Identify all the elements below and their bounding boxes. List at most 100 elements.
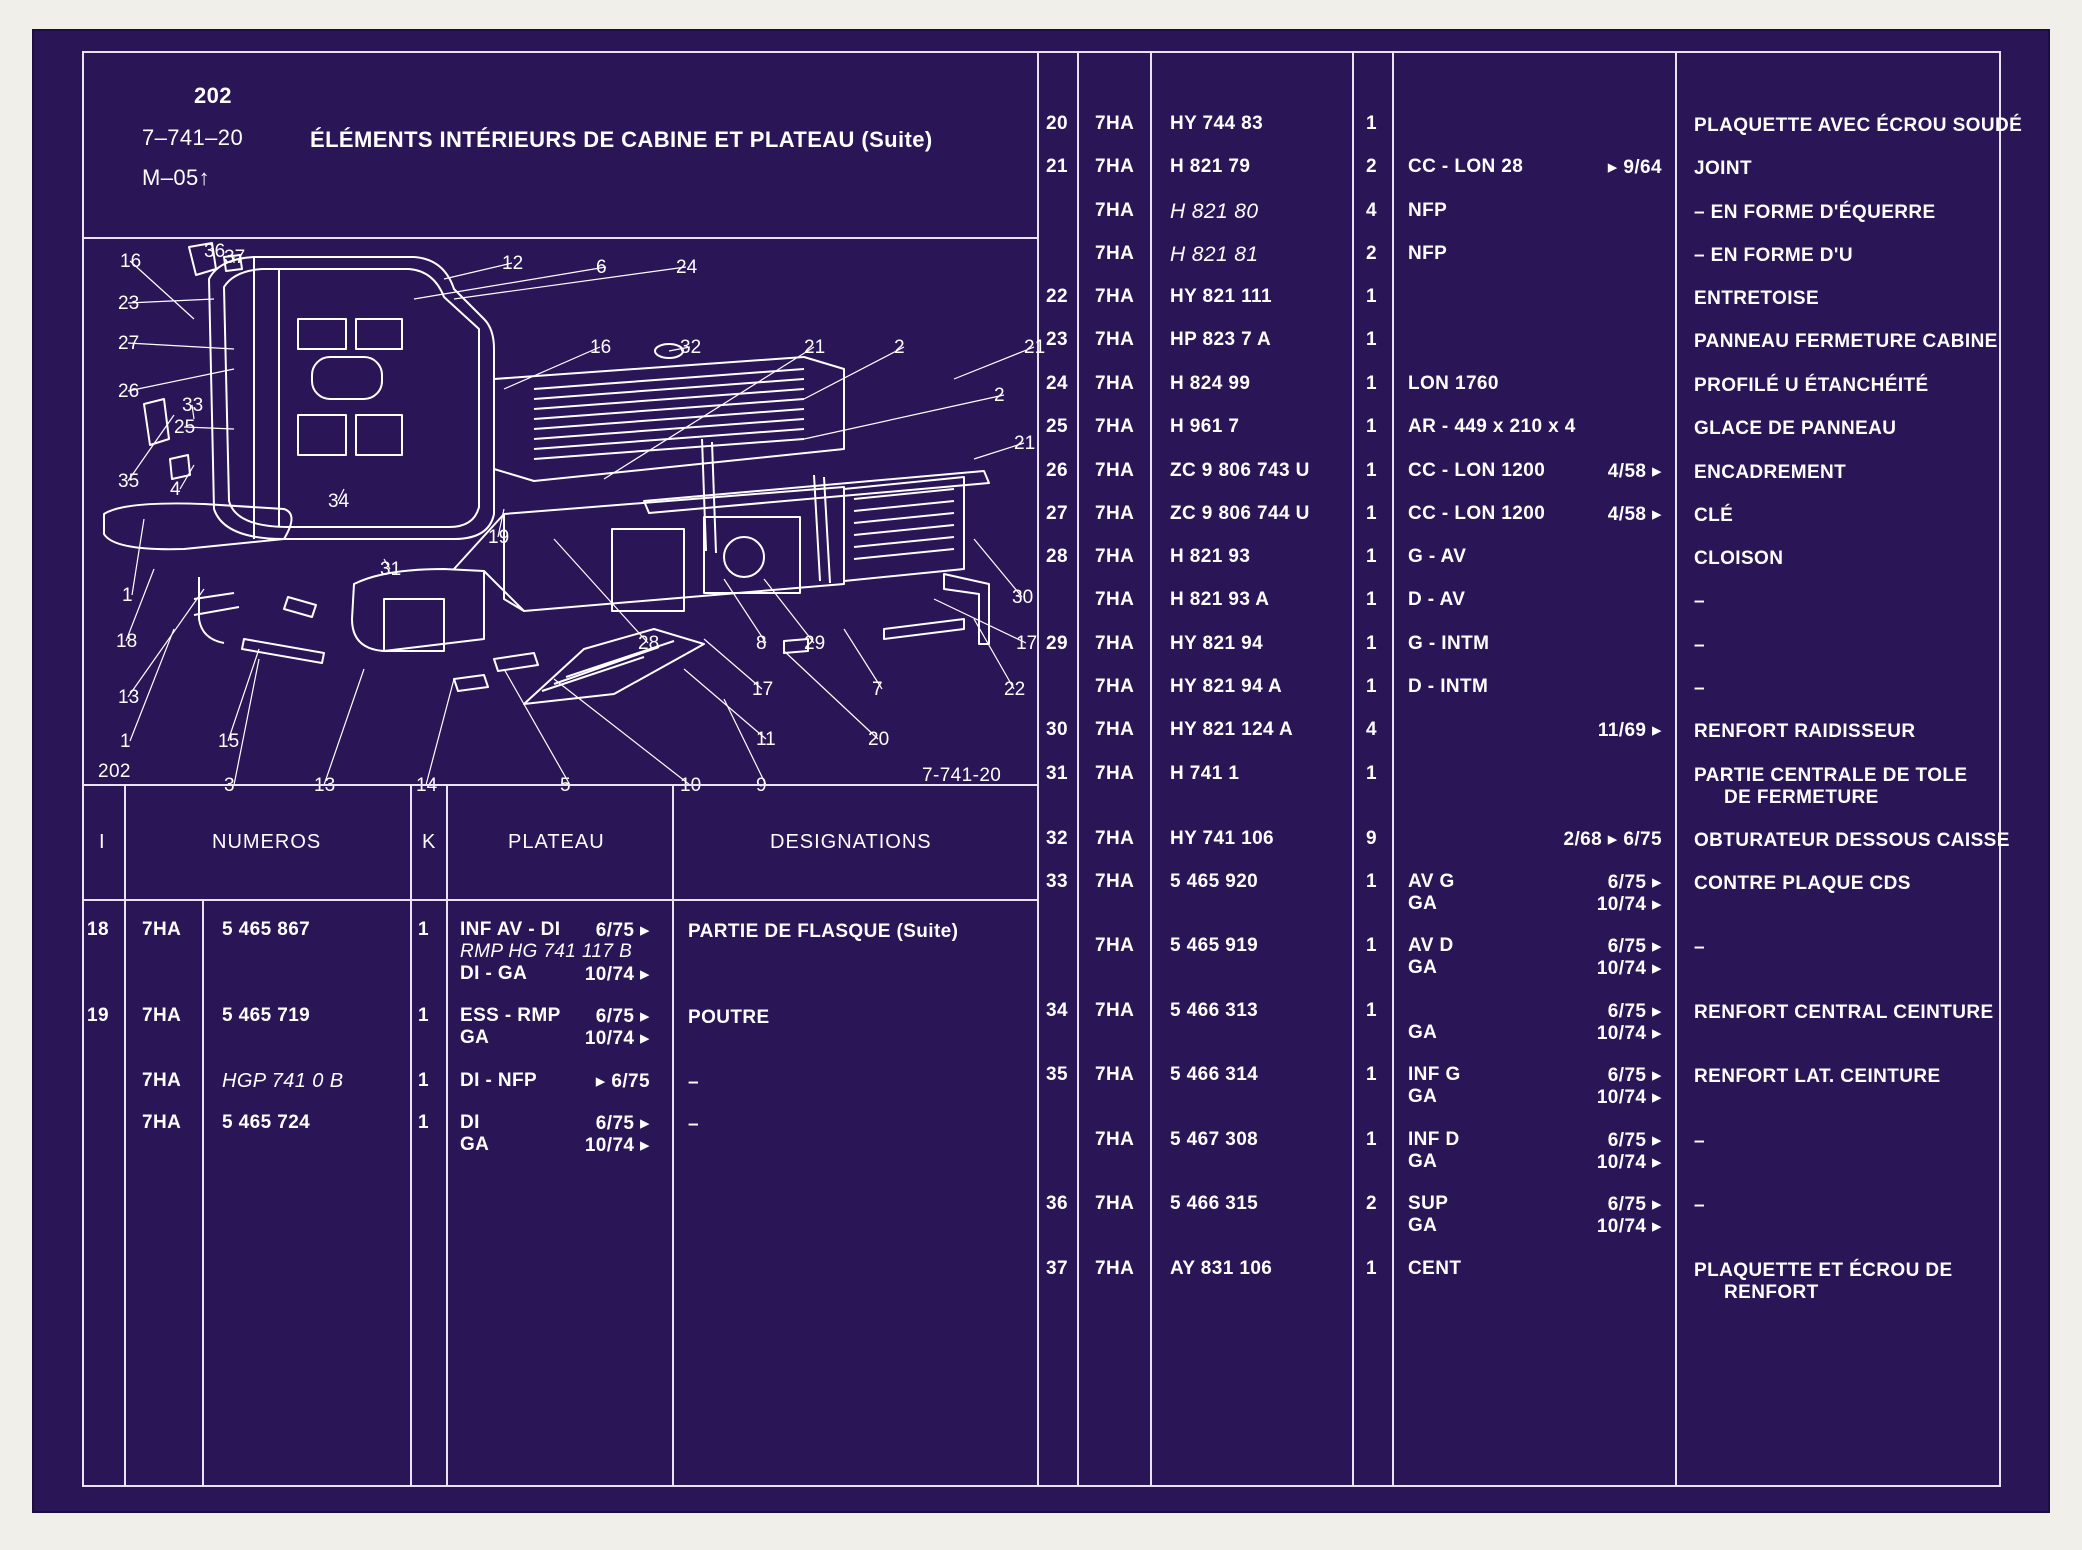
small-plates bbox=[283, 596, 809, 692]
designation: – EN FORME D'ÉQUERRE bbox=[1694, 202, 1936, 223]
designation: – bbox=[1694, 1131, 1705, 1152]
part-prefix: 7HA bbox=[142, 1070, 182, 1091]
plateau-spec: INF G bbox=[1408, 1064, 1461, 1085]
page-title: ÉLÉMENTS INTÉRIEURS DE CABINE ET PLATEAU… bbox=[310, 127, 933, 152]
diagram-ref-label: 7-741-20 bbox=[922, 765, 1002, 786]
plateau-spec: GA bbox=[1408, 957, 1438, 978]
callout-number: 32 bbox=[680, 337, 701, 358]
part-prefix: 7HA bbox=[1095, 373, 1135, 394]
plateau-spec: CENT bbox=[1408, 1258, 1462, 1279]
callout-number: 2 bbox=[894, 337, 905, 358]
designation: ENTRETOISE bbox=[1694, 288, 1820, 309]
diagram-artwork bbox=[103, 242, 990, 705]
quantity: 1 bbox=[1366, 503, 1377, 524]
left-flange bbox=[103, 502, 293, 551]
right-col-line-4 bbox=[1392, 53, 1394, 1485]
quantity: 1 bbox=[1366, 763, 1377, 784]
designation: – bbox=[1694, 678, 1705, 699]
part-prefix: 7HA bbox=[1095, 719, 1135, 740]
validity-date: 6/75 ▸ bbox=[595, 1113, 650, 1134]
part-prefix: 7HA bbox=[1095, 243, 1135, 264]
part-prefix: 7HA bbox=[1095, 200, 1135, 221]
callout-number: 7 bbox=[872, 679, 883, 700]
validity-date: 4/58 ▸ bbox=[1607, 504, 1662, 525]
leader-line bbox=[127, 368, 235, 392]
item-number: 37 bbox=[1046, 1258, 1068, 1279]
part-prefix: 7HA bbox=[1095, 935, 1135, 956]
callout-number: 16 bbox=[120, 251, 141, 272]
part-number: HY 741 106 bbox=[1170, 828, 1275, 849]
leader-line bbox=[383, 558, 391, 570]
leader-line bbox=[129, 260, 195, 320]
item-number: 34 bbox=[1046, 1000, 1068, 1021]
plug-32 bbox=[654, 343, 684, 359]
item-number: 21 bbox=[1046, 156, 1068, 177]
leader-line bbox=[683, 668, 767, 740]
bed-front-block bbox=[493, 356, 845, 482]
item-number: 26 bbox=[1046, 460, 1068, 481]
header-k: K bbox=[422, 831, 437, 853]
designation: – bbox=[1694, 635, 1705, 656]
part-prefix: 7HA bbox=[142, 1112, 182, 1133]
part-prefix: 7HA bbox=[1095, 1193, 1135, 1214]
quantity: 1 bbox=[418, 1112, 429, 1133]
left-col-line-1 bbox=[124, 784, 126, 1485]
leader-line bbox=[763, 578, 815, 644]
designation: CONTRE PLAQUE CDS bbox=[1694, 873, 1911, 894]
part-prefix: 7HA bbox=[1095, 589, 1135, 610]
quantity: 9 bbox=[1366, 828, 1377, 849]
designation: – EN FORME D'U bbox=[1694, 245, 1853, 266]
plateau-spec: RMP HG 741 117 B bbox=[460, 941, 633, 962]
callout-number: 2 bbox=[994, 385, 1005, 406]
plateau-spec: LON 1760 bbox=[1408, 373, 1499, 394]
plateau-spec: AV G bbox=[1408, 871, 1455, 892]
part-prefix: 7HA bbox=[1095, 156, 1135, 177]
quantity: 4 bbox=[1366, 719, 1377, 740]
header-plateau: PLATEAU bbox=[508, 831, 605, 853]
leader-line bbox=[227, 648, 260, 742]
leader-line bbox=[553, 538, 649, 644]
plateau-spec: SUP bbox=[1408, 1193, 1449, 1214]
validity-date: 4/58 ▸ bbox=[1607, 461, 1662, 482]
validity-date: 10/74 ▸ bbox=[584, 1028, 650, 1049]
header-divider bbox=[84, 237, 1037, 239]
callout-number: 36 bbox=[204, 241, 225, 262]
quantity: 1 bbox=[1366, 113, 1377, 134]
validity-date: 10/74 ▸ bbox=[1596, 1216, 1662, 1237]
leader-line bbox=[131, 518, 145, 596]
validity-date: 6/75 ▸ bbox=[1607, 936, 1662, 957]
callout-number: 25 bbox=[174, 417, 195, 438]
plateau-spec: GA bbox=[1408, 1151, 1438, 1172]
designation: CLOISON bbox=[1694, 548, 1784, 569]
item-number: 18 bbox=[87, 919, 109, 940]
lower-beam bbox=[351, 568, 485, 652]
part-prefix: 7HA bbox=[1095, 1064, 1135, 1085]
part-prefix: 7HA bbox=[1095, 1258, 1135, 1279]
part-number: 5 467 308 bbox=[1170, 1129, 1259, 1150]
right-col-line-3 bbox=[1352, 53, 1354, 1485]
angle-brackets bbox=[883, 573, 990, 645]
designation: JOINT bbox=[1694, 158, 1752, 179]
part-prefix: 7HA bbox=[1095, 828, 1135, 849]
part-number: AY 831 106 bbox=[1170, 1258, 1273, 1279]
leader-line bbox=[127, 342, 235, 350]
header-item: I bbox=[99, 831, 106, 853]
reference-code: 7–741–20 bbox=[142, 125, 244, 150]
leader-line bbox=[973, 442, 1025, 460]
validity-date: 6/75 ▸ bbox=[1607, 1130, 1662, 1151]
item-number: 24 bbox=[1046, 373, 1068, 394]
callout-number: 4 bbox=[170, 479, 181, 500]
leader-line bbox=[668, 346, 691, 352]
part-prefix: 7HA bbox=[1095, 763, 1135, 784]
plateau-spec: GA bbox=[1408, 1215, 1438, 1236]
part-prefix: 7HA bbox=[1095, 113, 1135, 134]
up-arrow-icon: ↑ bbox=[198, 165, 211, 190]
left-col-line-prefix bbox=[202, 899, 204, 1485]
leader-line bbox=[443, 262, 513, 280]
part-number: H 961 7 bbox=[1170, 416, 1240, 437]
plateau-spec: AV D bbox=[1408, 935, 1454, 956]
callout-number: 21 bbox=[1014, 433, 1035, 454]
right-col-line-2 bbox=[1150, 53, 1152, 1485]
